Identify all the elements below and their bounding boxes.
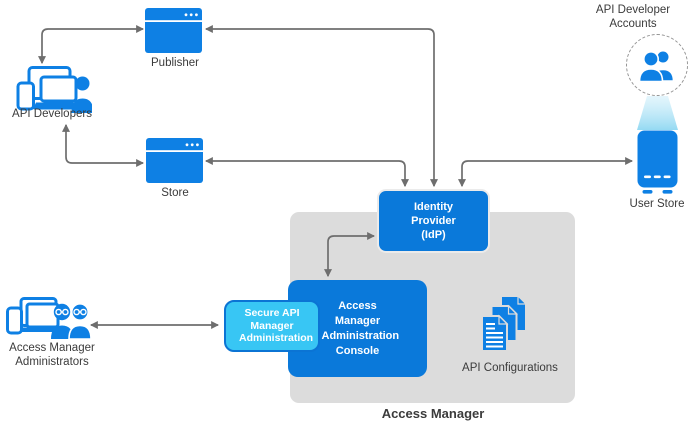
secure-api-manager-box: Secure API Manager Administration bbox=[224, 300, 320, 352]
person-silhouette bbox=[71, 76, 92, 113]
connector-user-store-idp bbox=[458, 157, 634, 188]
server-dashes bbox=[644, 175, 671, 179]
glasses-icon bbox=[55, 308, 69, 316]
documents-stack-icon bbox=[482, 296, 526, 352]
api-developer-accounts-label: API Developer Accounts bbox=[595, 4, 671, 30]
user-store-server-icon bbox=[637, 130, 678, 194]
front-person bbox=[638, 51, 664, 82]
text-lines bbox=[486, 323, 503, 348]
administrators-devices-icon bbox=[6, 297, 92, 339]
admin-console-box: Access Manager Administration Console bbox=[288, 280, 427, 377]
window-dots bbox=[184, 13, 198, 17]
accounts-dashed-circle bbox=[626, 34, 688, 96]
access-manager-administrators-label: Access Manager Administrators bbox=[9, 342, 95, 368]
front-page bbox=[482, 314, 509, 352]
secure-api-manager-label: Secure API Manager Administration bbox=[239, 307, 314, 345]
admin-console-label: Access Manager Administration Console bbox=[321, 299, 400, 357]
store-label: Store bbox=[161, 187, 189, 199]
browser-window-icon-store bbox=[146, 138, 203, 183]
publisher-label: Publisher bbox=[151, 57, 199, 69]
connector-store-idp bbox=[204, 157, 409, 188]
projection-beam bbox=[637, 96, 678, 130]
browser-window-icon-publisher bbox=[145, 8, 202, 53]
connector-publisher-idp bbox=[204, 25, 438, 188]
admin-person-2 bbox=[68, 303, 92, 339]
user-store-label: User Store bbox=[629, 198, 685, 210]
api-developers-label: API Developers bbox=[12, 108, 92, 120]
server-feet bbox=[642, 190, 673, 194]
identity-provider-box: Identity Provider (IdP) bbox=[377, 189, 490, 253]
users-icon bbox=[638, 49, 675, 82]
admin-person-1 bbox=[51, 303, 73, 339]
window-dots bbox=[185, 143, 199, 147]
api-configurations-label: API Configurations bbox=[462, 362, 558, 374]
connector-publisher-api-developers bbox=[38, 25, 145, 65]
developer-devices-icon bbox=[16, 66, 92, 113]
glasses-icon bbox=[73, 308, 87, 316]
identity-provider-label: Identity Provider (IdP) bbox=[411, 201, 456, 241]
connector-api-developers-store bbox=[62, 123, 145, 167]
access-manager-title: Access Manager bbox=[381, 406, 485, 421]
